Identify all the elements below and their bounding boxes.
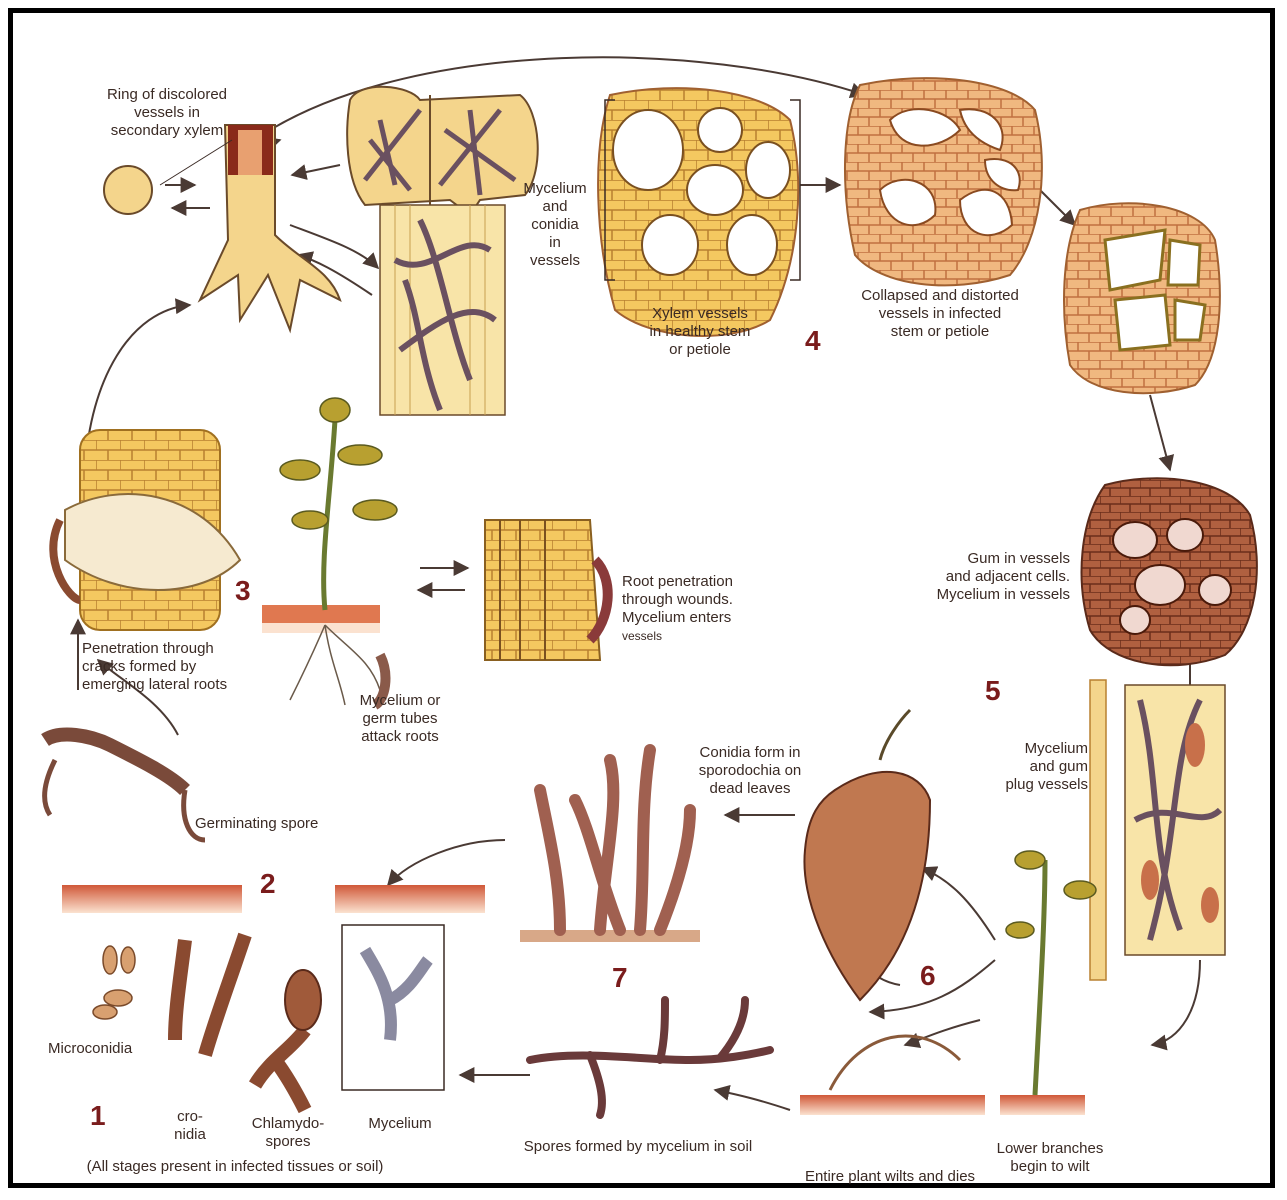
- label-line: Mycelium enters: [622, 609, 772, 627]
- stage-number-2: 2: [260, 868, 276, 900]
- label-xylem-healthy: Xylem vessels in healthy stem or petiole: [630, 305, 770, 359]
- label-line: conidia: [515, 216, 595, 234]
- label-line: Root penetration: [622, 573, 772, 591]
- arrow-soil: [715, 1090, 790, 1110]
- label-line: begin to wilt: [985, 1158, 1115, 1176]
- label-line: Mycelium: [515, 180, 595, 198]
- label-line: vessels: [515, 252, 595, 270]
- label-line: germ tubes: [340, 710, 460, 728]
- label-mycelium-gum: Mycelium and gum plug vessels: [1000, 740, 1088, 794]
- sporodochia: [520, 750, 700, 942]
- label-line: in: [515, 234, 595, 252]
- label-line: and gum: [1000, 758, 1088, 776]
- label-mycelium-conidia: Mycelium and conidia in vessels: [515, 180, 595, 270]
- label-mycelium-germ: Mycelium or germ tubes attack roots: [340, 692, 460, 746]
- label-line: Penetration through: [82, 640, 262, 658]
- arrow-4b: [1040, 190, 1075, 225]
- label-line: Gum in vessels: [930, 550, 1070, 568]
- root-wound-tissue: [485, 520, 608, 660]
- spore-stages: [93, 925, 444, 1110]
- label-line: Mycelium or: [340, 692, 460, 710]
- label-conidia-form: Conidia form in sporodochia on dead leav…: [680, 744, 820, 798]
- label-line: Chlamydo-: [238, 1115, 338, 1133]
- label-line: Conidia form in: [680, 744, 820, 762]
- stage-number-7: 7: [612, 962, 628, 994]
- arrow-6a: [922, 868, 995, 940]
- label-line: Entire plant wilts and dies: [790, 1168, 990, 1186]
- lateral-root-penetration: [53, 430, 240, 630]
- distorted-vessels-section: [1064, 203, 1220, 393]
- plugged-vessel: [1090, 680, 1225, 980]
- gum-vessels-section: [1082, 478, 1257, 665]
- label-collapsed: Collapsed and distorted vessels in infec…: [840, 287, 1040, 341]
- label-line: vessels in infected: [840, 305, 1040, 323]
- arrow-6c: [905, 1020, 980, 1045]
- label-line: (All stages present in infected tissues …: [65, 1158, 405, 1176]
- label-line: through wounds.: [622, 591, 772, 609]
- germinating-spore: [45, 735, 205, 840]
- infected-cells: [347, 87, 538, 215]
- label-line: vessels in: [92, 104, 242, 122]
- discolored-ring-stem: [104, 125, 340, 330]
- label-gum: Gum in vessels and adjacent cells. Mycel…: [930, 550, 1070, 604]
- arrow-stem-2: [292, 165, 340, 175]
- young-plant: [262, 398, 397, 705]
- stage-number-5: 5: [985, 675, 1001, 707]
- label-line: secondary xylem: [92, 122, 242, 140]
- label-line: dead leaves: [680, 780, 820, 798]
- label-line: Mycelium in vessels: [930, 586, 1070, 604]
- label-line: nidia: [160, 1126, 220, 1144]
- arrow-5-down: [1152, 960, 1200, 1045]
- label-line: and adjacent cells.: [930, 568, 1070, 586]
- label-line: Collapsed and distorted: [840, 287, 1040, 305]
- label-line: Microconidia: [48, 1040, 158, 1058]
- label-line: Germinating spore: [195, 815, 355, 833]
- label-ring-vessels: Ring of discolored vessels in secondary …: [92, 86, 242, 140]
- label-germinating: Germinating spore: [195, 815, 355, 833]
- label-microconidia: Microconidia: [48, 1040, 158, 1058]
- label-lower-branches: Lower branches begin to wilt: [985, 1140, 1115, 1176]
- label-line: in healthy stem: [630, 323, 770, 341]
- arrow-4c: [1150, 395, 1170, 470]
- label-root-penetration: Root penetration through wounds. Myceliu…: [622, 573, 772, 645]
- label-line: Ring of discolored: [92, 86, 242, 104]
- label-penetration-cracks: Penetration through cracks formed by eme…: [82, 640, 262, 694]
- collapsed-vessels-section: [845, 78, 1042, 285]
- arrow-7-to-2: [388, 840, 505, 885]
- label-chlamydospores: Chlamydo- spores: [238, 1115, 338, 1151]
- healthy-xylem-section: [598, 88, 800, 336]
- label-line: spores: [238, 1133, 338, 1151]
- dead-leaf: [804, 710, 930, 1000]
- label-line: emerging lateral roots: [82, 676, 262, 694]
- label-macroconidia: cro- nidia: [160, 1108, 220, 1144]
- stage-number-4: 4: [805, 325, 821, 357]
- label-line: and: [515, 198, 595, 216]
- label-line: Mycelium: [1000, 740, 1088, 758]
- soil-mycelium: [530, 1000, 770, 1115]
- label-line: cro-: [160, 1108, 220, 1126]
- label-entire-plant: Entire plant wilts and dies: [790, 1168, 990, 1186]
- label-line: Xylem vessels: [630, 305, 770, 323]
- label-line: Mycelium: [350, 1115, 450, 1133]
- label-line: Lower branches: [985, 1140, 1115, 1158]
- stage-number-3: 3: [235, 575, 251, 607]
- label-line: attack roots: [340, 728, 460, 746]
- label-line: vessels: [622, 627, 772, 645]
- label-spores-soil: Spores formed by mycelium in soil: [508, 1138, 768, 1156]
- stage-number-1: 1: [90, 1100, 106, 1132]
- stage-number-6: 6: [920, 960, 936, 992]
- label-line: stem or petiole: [840, 323, 1040, 341]
- label-mycelium: Mycelium: [350, 1115, 450, 1133]
- label-all-stages: (All stages present in infected tissues …: [65, 1158, 405, 1176]
- label-line: or petiole: [630, 341, 770, 359]
- label-line: sporodochia on: [680, 762, 820, 780]
- vessel-hyphae: [380, 205, 505, 415]
- label-line: plug vessels: [1000, 776, 1088, 794]
- label-line: Spores formed by mycelium in soil: [508, 1138, 768, 1156]
- label-line: cracks formed by: [82, 658, 262, 676]
